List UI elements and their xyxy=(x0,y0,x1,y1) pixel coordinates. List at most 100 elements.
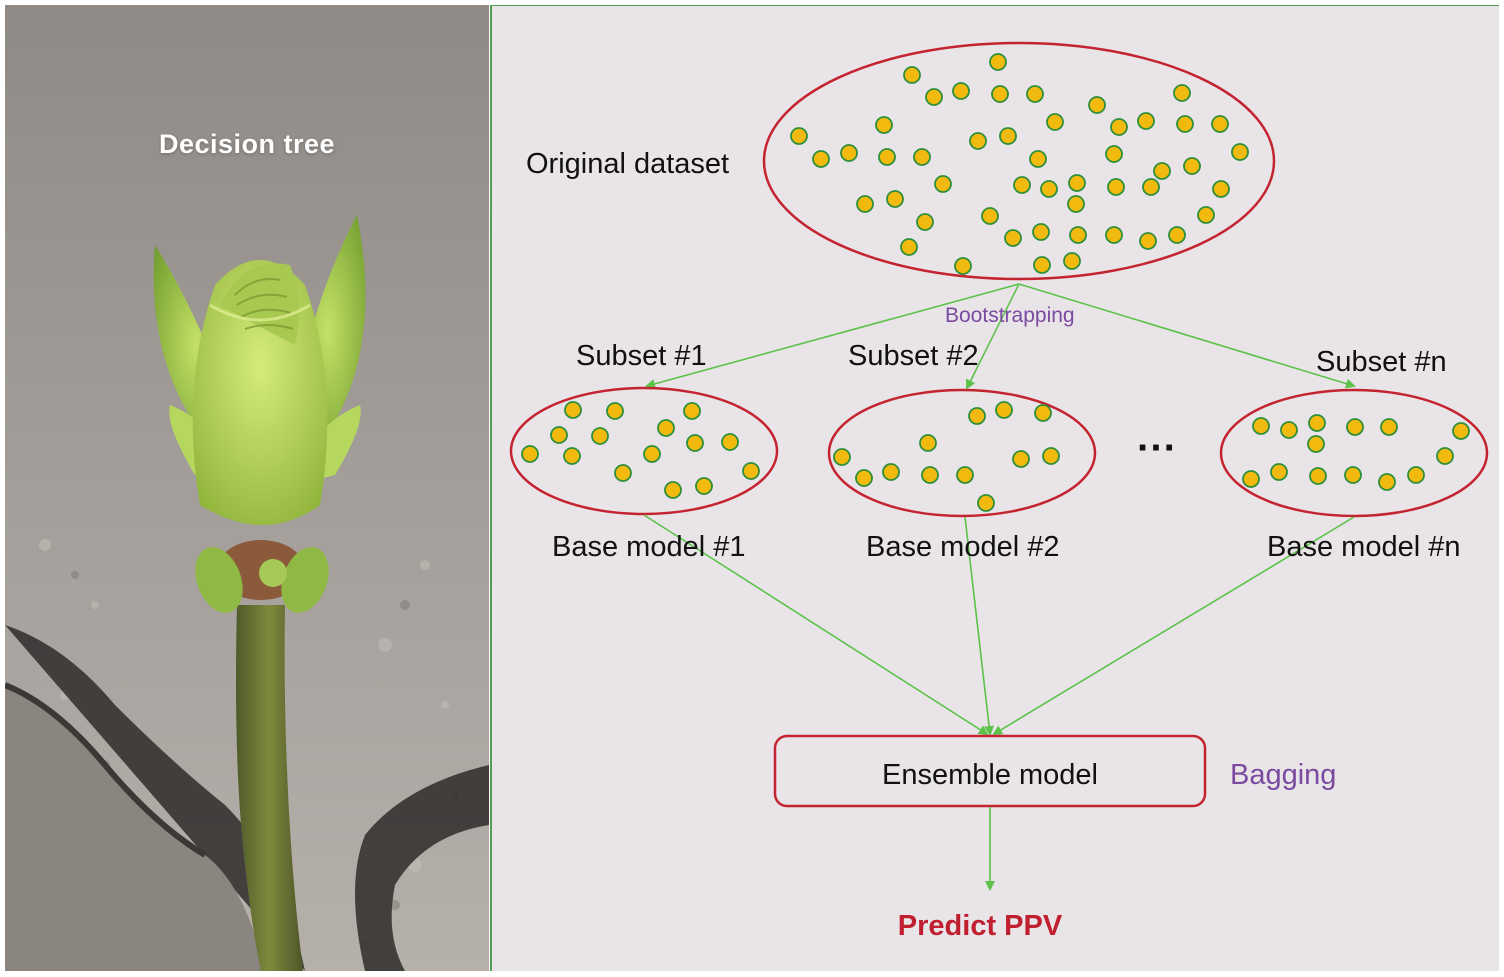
data-point xyxy=(1068,174,1086,192)
subset-2-label: Subset #2 xyxy=(848,340,979,372)
base-model-2-label: Base model #2 xyxy=(866,531,1059,563)
data-point xyxy=(1307,435,1325,453)
data-point xyxy=(1137,112,1155,130)
data-point xyxy=(1176,115,1194,133)
data-point xyxy=(1452,422,1470,440)
data-point xyxy=(977,494,995,512)
data-point xyxy=(1069,226,1087,244)
data-point xyxy=(1173,84,1191,102)
bootstrapping-label: Bootstrapping xyxy=(945,304,1075,327)
data-point xyxy=(916,213,934,231)
subset-2-ellipse xyxy=(827,388,1097,518)
data-point xyxy=(1153,162,1171,180)
data-point xyxy=(606,402,624,420)
data-point xyxy=(1063,252,1081,270)
data-point xyxy=(1378,473,1396,491)
data-point xyxy=(1105,145,1123,163)
data-point xyxy=(563,447,581,465)
data-point xyxy=(991,85,1009,103)
data-point xyxy=(1231,143,1249,161)
data-point xyxy=(1088,96,1106,114)
data-point xyxy=(1046,113,1064,131)
data-point xyxy=(913,148,931,166)
data-point xyxy=(1067,195,1085,213)
data-point xyxy=(1346,418,1364,436)
data-point xyxy=(1252,417,1270,435)
data-point xyxy=(981,207,999,225)
subset-2-points xyxy=(833,401,1060,512)
data-point xyxy=(812,150,830,168)
data-point xyxy=(968,407,986,425)
subset-n-label: Subset #n xyxy=(1316,346,1447,378)
data-point xyxy=(1211,115,1229,133)
data-point xyxy=(1105,226,1123,244)
data-point xyxy=(550,426,568,444)
data-point xyxy=(591,427,609,445)
data-point xyxy=(614,464,632,482)
data-point xyxy=(657,419,675,437)
original-dataset-ellipse xyxy=(762,41,1276,281)
bagging-label: Bagging xyxy=(1230,759,1336,791)
data-point xyxy=(1040,180,1058,198)
data-point xyxy=(1004,229,1022,247)
data-point xyxy=(564,401,582,419)
data-point xyxy=(878,148,896,166)
bootstrap-arrow-1 xyxy=(645,283,1020,389)
data-point xyxy=(643,445,661,463)
data-point xyxy=(856,195,874,213)
data-point xyxy=(721,433,739,451)
model-arrow-n xyxy=(992,516,1355,736)
data-point xyxy=(1026,85,1044,103)
data-point xyxy=(1012,450,1030,468)
data-point xyxy=(989,53,1007,71)
original-dataset-points xyxy=(790,53,1249,275)
bagging-diagram-panel: Original dataset Bootstrapping Subset #1… xyxy=(490,5,1499,971)
bootstrap-arrow-2 xyxy=(966,283,1020,390)
sprout-illustration xyxy=(5,5,489,971)
data-point xyxy=(1436,447,1454,465)
data-point xyxy=(1029,150,1047,168)
data-point xyxy=(833,448,851,466)
data-point xyxy=(1033,256,1051,274)
data-point xyxy=(1242,470,1260,488)
data-point xyxy=(521,445,539,463)
original-dataset-label: Original dataset xyxy=(526,148,729,180)
data-point xyxy=(1380,418,1398,436)
data-point xyxy=(999,127,1017,145)
data-point xyxy=(1308,414,1326,432)
base-model-n-label: Base model #n xyxy=(1267,531,1460,563)
data-point xyxy=(1212,180,1230,198)
subset-n-ellipse xyxy=(1219,388,1489,518)
data-point xyxy=(1280,421,1298,439)
data-point xyxy=(1139,232,1157,250)
data-point xyxy=(952,82,970,100)
data-point xyxy=(855,469,873,487)
data-point xyxy=(875,116,893,134)
base-model-1-label: Base model #1 xyxy=(552,531,745,563)
subset-1-points xyxy=(521,401,760,499)
bagging-diagram: Original dataset Bootstrapping Subset #1… xyxy=(509,41,1489,942)
data-point xyxy=(882,463,900,481)
subset-n-points xyxy=(1242,414,1470,491)
data-point xyxy=(664,481,682,499)
data-point xyxy=(790,127,808,145)
data-point xyxy=(1032,223,1050,241)
data-point xyxy=(925,88,943,106)
data-point xyxy=(1042,447,1060,465)
data-point xyxy=(1168,226,1186,244)
data-point xyxy=(903,66,921,84)
data-point xyxy=(1107,178,1125,196)
data-point xyxy=(954,257,972,275)
data-point xyxy=(969,132,987,150)
data-point xyxy=(742,462,760,480)
data-point xyxy=(683,402,701,420)
data-point xyxy=(1013,176,1031,194)
data-point xyxy=(1407,466,1425,484)
data-point xyxy=(686,434,704,452)
ensemble-model-label: Ensemble model xyxy=(882,759,1098,791)
data-point xyxy=(1142,178,1160,196)
data-point xyxy=(1197,206,1215,224)
ellipsis: ··· xyxy=(1137,426,1177,470)
data-point xyxy=(1270,463,1288,481)
data-point xyxy=(995,401,1013,419)
